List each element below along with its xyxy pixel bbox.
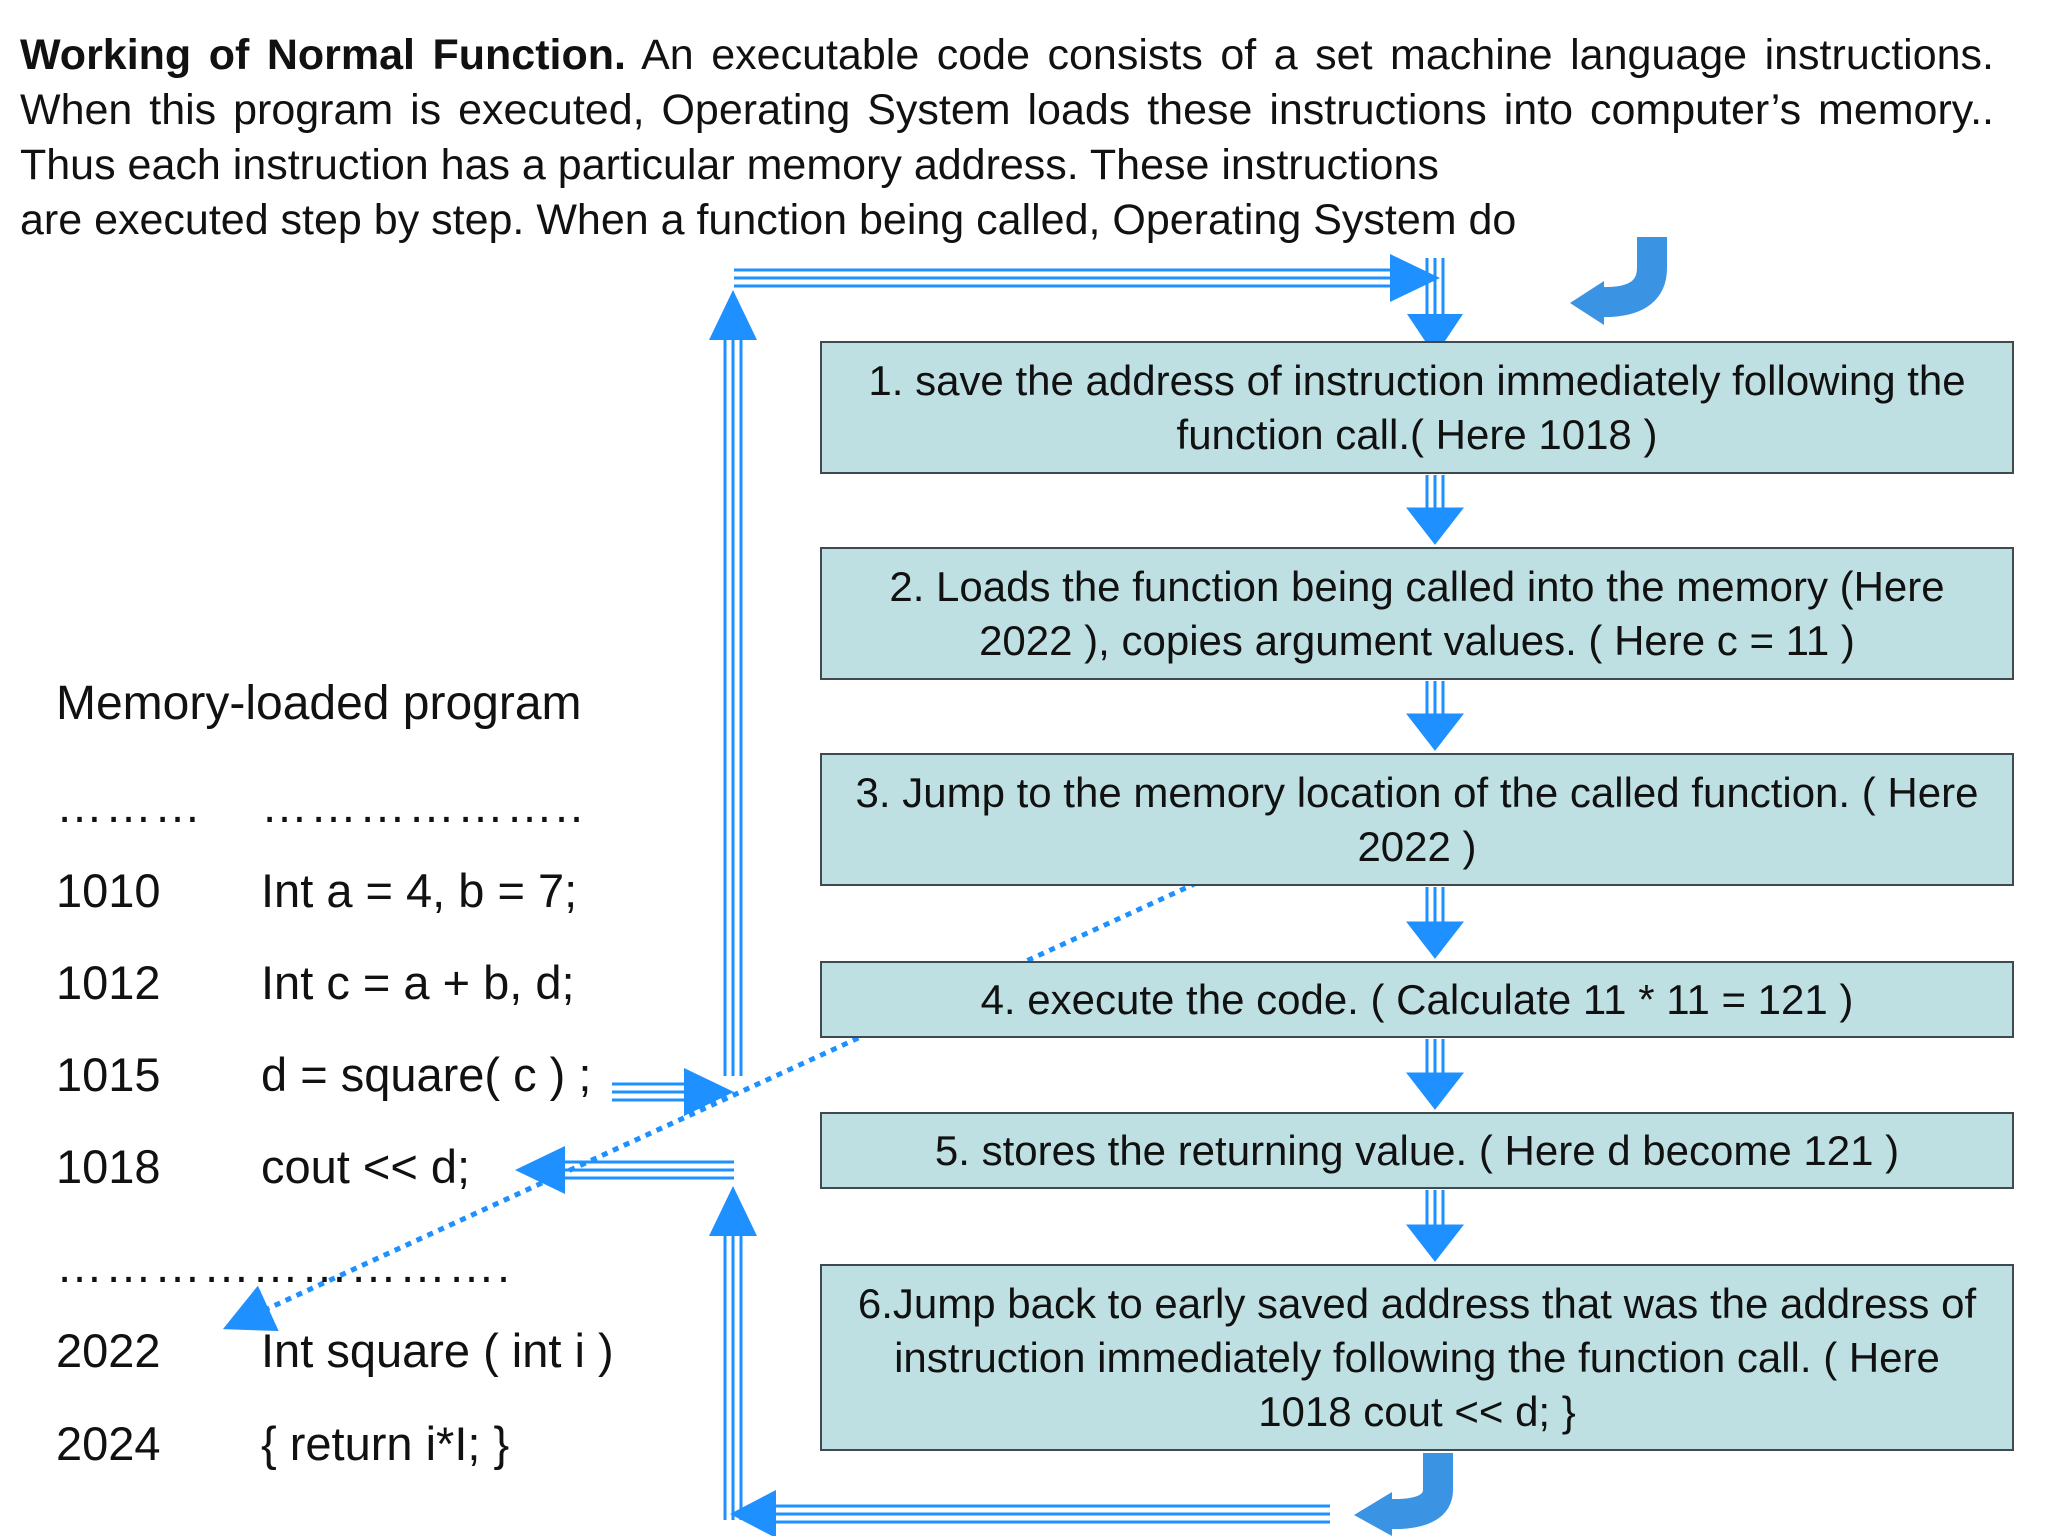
memory-code: cout << d; [261,1140,471,1193]
step-1-box: 1. save the address of instruction immed… [820,341,2014,474]
bent-arrow-bottom-icon [1354,1453,1453,1536]
bent-arrow-top-icon [1570,237,1667,325]
step-6-box: 6.Jump back to early saved address that … [820,1264,2014,1451]
memory-code: Int square ( int i ) [261,1324,614,1377]
memory-addr: 2024 [56,1417,161,1470]
memory-code: d = square( c ) ; [261,1048,592,1101]
memory-addr: 1018 [56,1140,161,1193]
memory-dots-code: ……………….. [261,779,586,832]
step-5-box: 5. stores the returning value. ( Here d … [820,1112,2014,1189]
memory-addr: 1012 [56,956,161,1009]
memory-addr: 1010 [56,864,161,917]
memory-addr: 2022 [56,1324,161,1377]
intro-tail: are executed step by step. When a functi… [20,196,1517,244]
step-down-arrow [1405,475,1465,545]
memory-addr: 1015 [56,1048,161,1101]
memory-dots-addr: ……… [56,779,203,832]
step-down-arrow [1405,1039,1465,1110]
intro-paragraph: Working of Normal Function. An executabl… [20,28,1994,248]
memory-code: Int c = a + b, d; [261,956,575,1009]
memory-dots-mid: ………………………. [56,1239,513,1292]
intro-body: An executable code consists of a set mac… [20,31,1995,189]
step-2-box: 2. Loads the function being called into … [820,547,2014,680]
step-down-arrow [1405,887,1465,959]
step-4-box: 4. execute the code. ( Calculate 11 * 11… [820,961,2014,1038]
step-3-box: 3. Jump to the memory location of the ca… [820,753,2014,886]
memory-code: { return i*I; } [261,1417,510,1470]
memory-code: Int a = 4, b = 7; [261,864,578,917]
step-down-arrow [1405,1190,1465,1262]
step-down-arrow [1405,681,1465,751]
intro-heading: Working of Normal Function. [20,31,626,79]
memory-title: Memory-loaded program [56,677,582,730]
